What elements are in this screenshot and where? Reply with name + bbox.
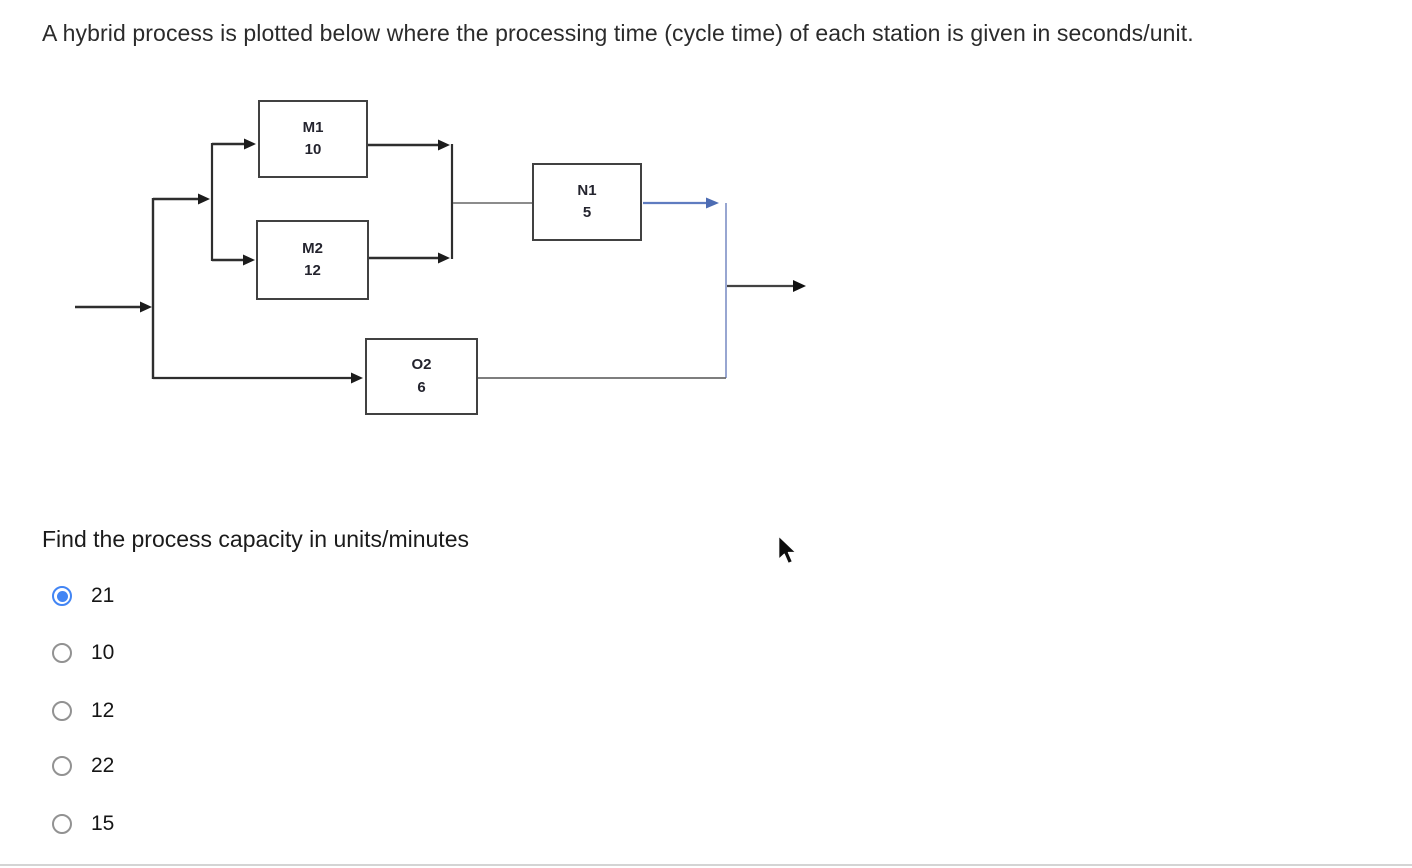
option-label[interactable]: 12: [91, 699, 115, 722]
option-label[interactable]: 15: [91, 812, 115, 835]
station-box-m1: M1 10: [258, 100, 368, 178]
radio-dot: [56, 590, 68, 602]
radio-dot: [57, 648, 68, 659]
station-name: O2: [411, 356, 432, 373]
m2-input-arrowhead-icon: [243, 254, 255, 266]
radio-dot: [57, 819, 68, 830]
question-text: Find the process capacity in units/minut…: [42, 526, 469, 552]
option-label[interactable]: 22: [91, 754, 115, 777]
radio-dot: [57, 706, 68, 717]
station-cycle-time: 6: [417, 378, 426, 396]
station-box-m2: M2 12: [256, 220, 369, 300]
bottom-divider: [0, 864, 1412, 866]
station-name: M2: [302, 239, 323, 257]
input-arrowhead-icon: [140, 301, 152, 313]
answer-option-22[interactable]: 22: [52, 754, 115, 777]
answer-option-15[interactable]: 15: [52, 812, 115, 835]
m1-input-arrowhead-icon: [244, 138, 256, 150]
station-name: M1: [302, 118, 324, 136]
page-title: A hybrid process is plotted below where …: [42, 20, 1194, 46]
station-name: N1: [577, 181, 597, 199]
o2-input-arrowhead-icon: [351, 372, 363, 384]
mouse-cursor-icon: [778, 535, 797, 565]
radio-button[interactable]: [52, 701, 72, 721]
station-cycle-time: 10: [304, 141, 322, 158]
answer-option-10[interactable]: 10: [52, 641, 115, 664]
option-label[interactable]: 10: [91, 641, 115, 664]
station-box-n1: N1 5: [532, 163, 642, 241]
station-cycle-time: 5: [582, 204, 592, 221]
n1-output-arrowhead-icon: [706, 197, 719, 209]
m1-output-arrowhead-icon: [438, 139, 450, 151]
radio-button[interactable]: [52, 756, 72, 776]
final-output-arrowhead-icon: [793, 280, 806, 292]
radio-button[interactable]: [52, 586, 72, 606]
radio-button[interactable]: [52, 643, 72, 663]
process-flow-diagram: M1 10 M2 12 N1 5 O2 6: [0, 0, 868, 470]
radio-button[interactable]: [52, 814, 72, 834]
station-cycle-time: 12: [304, 262, 321, 279]
upper-branch-arrowhead-icon: [198, 193, 210, 205]
answer-option-12[interactable]: 12: [52, 699, 115, 722]
m2-output-arrowhead-icon: [438, 252, 450, 264]
station-box-o2: O2 6: [365, 338, 478, 415]
option-label[interactable]: 21: [91, 584, 115, 607]
answer-option-21[interactable]: 21: [52, 584, 115, 607]
radio-dot: [57, 761, 68, 772]
